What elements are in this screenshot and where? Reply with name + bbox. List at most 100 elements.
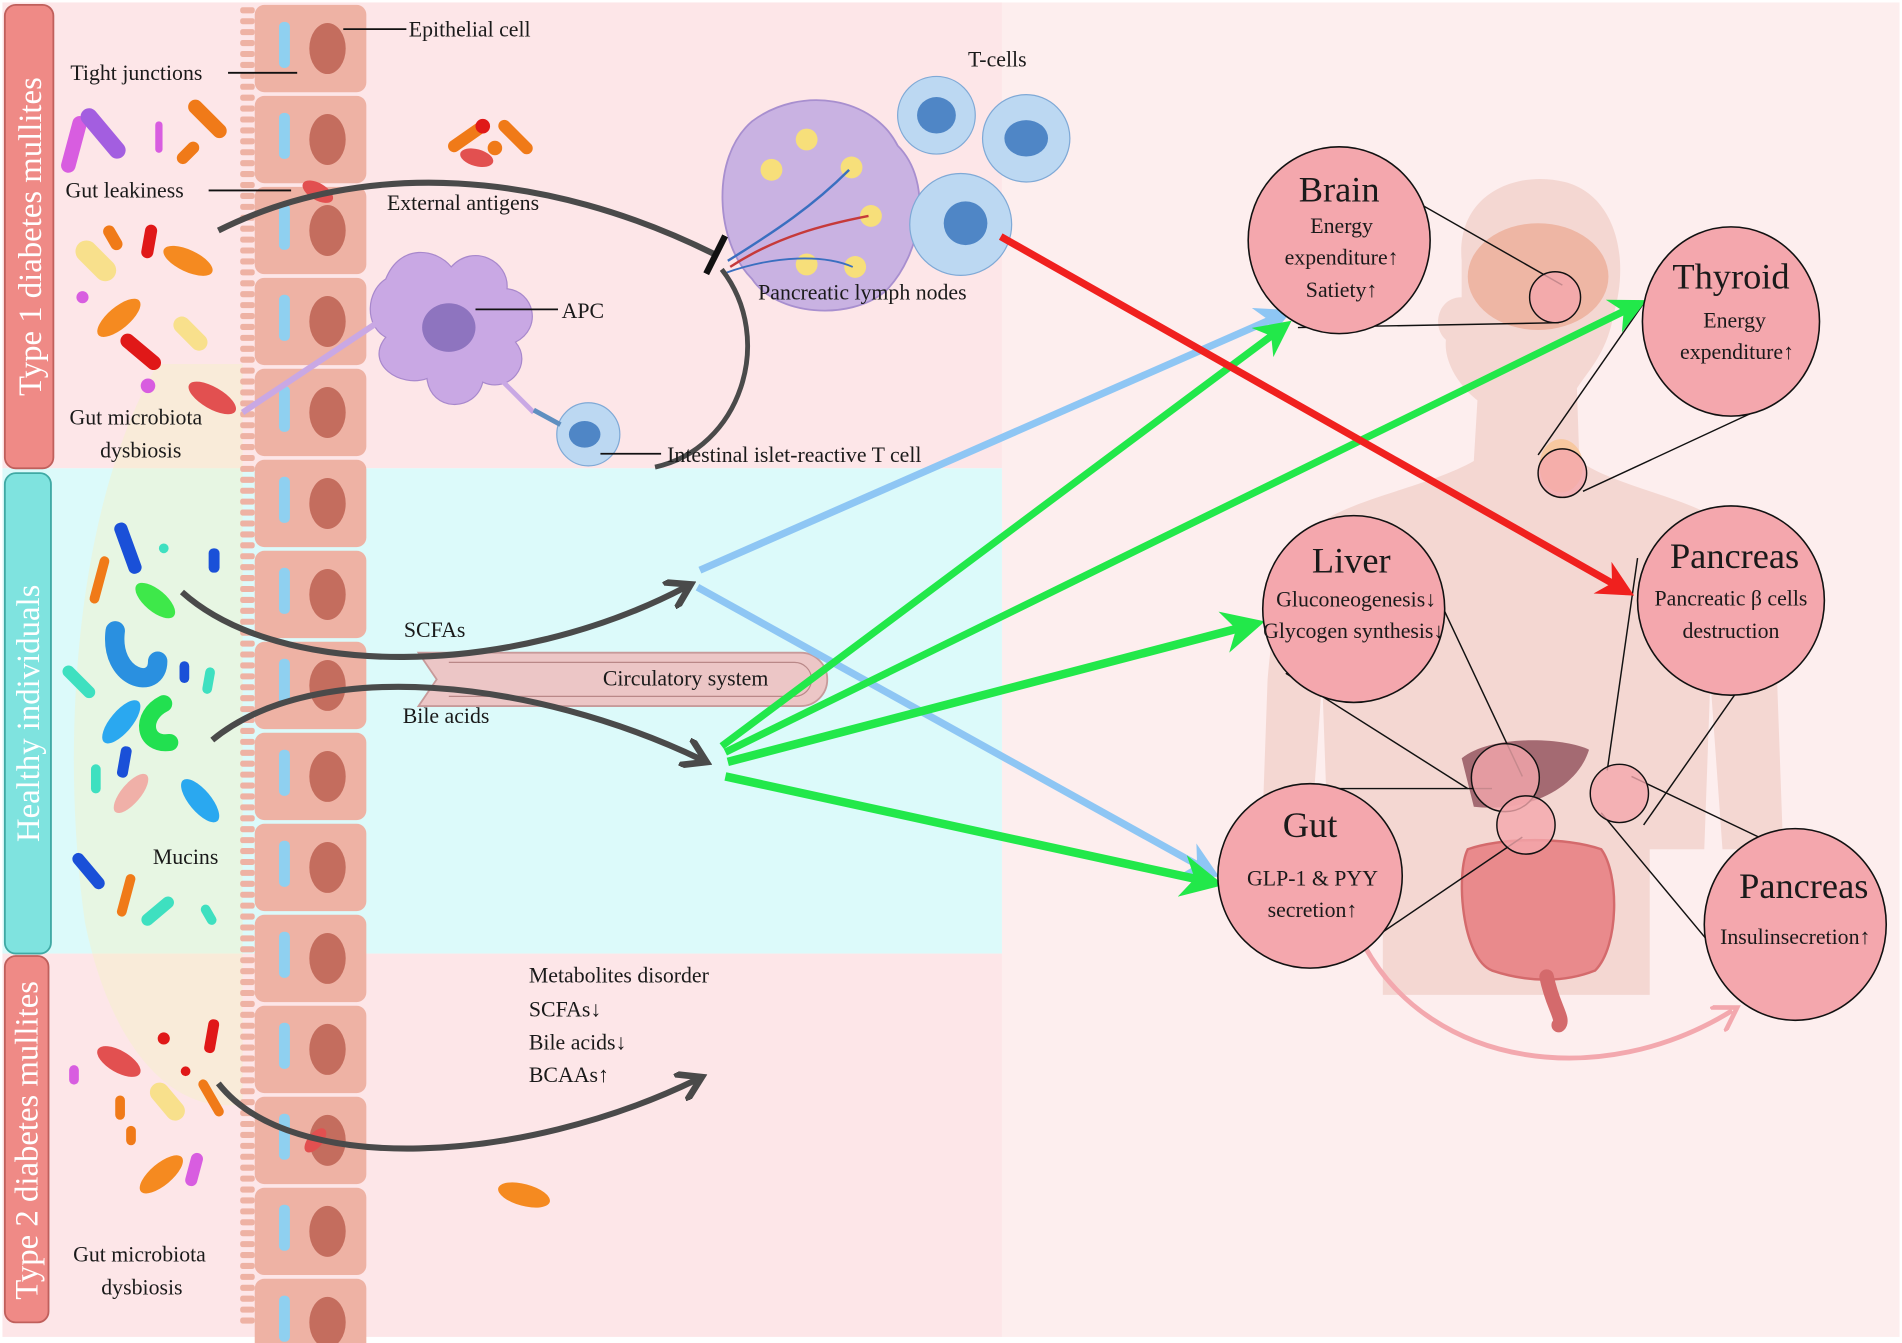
healthy-side-tab: Healthy individuals <box>3 472 52 955</box>
circulatory-system-tube: Circulatory system <box>416 651 829 707</box>
microvillus <box>240 422 255 429</box>
cell-nucleus <box>309 23 346 75</box>
microvillus <box>240 127 255 134</box>
microvillus <box>240 367 255 374</box>
microvillus <box>240 553 255 560</box>
microvillus <box>240 1099 255 1106</box>
cell-nucleus <box>309 477 346 529</box>
microvillus <box>240 848 255 855</box>
microvillus <box>240 105 255 112</box>
cell-nucleus <box>309 932 346 984</box>
t2d-gut-microbiota-label-line2: dysbiosis <box>101 1275 182 1299</box>
microvillus <box>240 50 255 58</box>
organ-liver-title: Liver <box>1312 541 1391 581</box>
microvillus <box>240 760 255 767</box>
microvillus <box>240 575 255 582</box>
organ-pancreas-t1d-line1: Pancreatic β cells <box>1655 586 1808 610</box>
microvillus <box>240 738 255 745</box>
organ-liver-line2: Glycogen synthesis↓ <box>1263 619 1444 643</box>
microvillus <box>240 640 255 647</box>
microvillus <box>240 1120 255 1128</box>
t1d-side-label: Type 1 diabetes mullites <box>13 77 49 396</box>
microvillus <box>240 83 255 90</box>
t1d-gut-microbiota-label-line1: Gut microbiota <box>69 406 202 430</box>
tight-junction <box>278 931 290 978</box>
microvillus <box>240 454 255 462</box>
microvillus <box>240 607 255 614</box>
microvillus <box>240 149 255 156</box>
healthy-bacteria <box>62 522 220 926</box>
gut-to-pancreas-feedback-arrow <box>1362 945 1733 1061</box>
microvillus <box>240 1164 255 1171</box>
blue-arrow-to-brain <box>698 308 1293 574</box>
intestines-illustration <box>1460 838 1616 1033</box>
t2d-bile-acids-label: Bile acids↓ <box>529 1030 627 1054</box>
organ-zoom-circles <box>1470 271 1650 855</box>
t1d-bacteria <box>61 99 533 415</box>
microvillus <box>240 673 255 680</box>
microvillus <box>240 1011 255 1018</box>
microvillus <box>240 989 255 997</box>
microvillus <box>240 356 255 363</box>
microvillus <box>240 826 255 833</box>
microvillus <box>240 1044 255 1051</box>
microvillus <box>240 1262 255 1269</box>
microvillus <box>240 706 255 713</box>
microvillus <box>240 433 255 440</box>
microvillus <box>240 1317 255 1324</box>
tight-junction <box>278 567 290 614</box>
microvillus <box>240 1142 255 1149</box>
organ-brain: Brain Energy expenditure↑ Satiety↑ <box>1247 146 1431 335</box>
microvillus <box>240 269 255 276</box>
microvillus <box>240 880 255 887</box>
external-antigens-label: External antigens <box>387 191 539 215</box>
microvillus <box>240 280 255 287</box>
microvillus <box>240 979 255 986</box>
microvillus <box>240 1175 255 1182</box>
microvillus <box>240 1153 255 1160</box>
t2d-scfas-label: SCFAs↓ <box>529 998 601 1022</box>
t1d-side-tab: Type 1 diabetes mullites <box>3 3 55 470</box>
organ-pancreas-t1d: Pancreas Pancreatic β cells destruction <box>1636 505 1826 696</box>
gut-leakiness-label: Gut leakiness <box>66 179 184 203</box>
microvillus <box>240 913 255 920</box>
tight-junction <box>278 476 290 523</box>
cell-nucleus <box>309 296 346 347</box>
pancreatic-lymph-node-illustration <box>721 99 921 312</box>
microvillus <box>240 585 255 593</box>
microvillus <box>240 1273 255 1280</box>
microvillus <box>240 924 255 931</box>
microvillus <box>240 695 255 702</box>
microvillus <box>240 771 255 778</box>
green-arrow-to-thyroid <box>723 299 1647 756</box>
microvillus <box>240 94 255 101</box>
organ-brain-line3: Satiety↑ <box>1306 278 1378 302</box>
mucins-label: Mucins <box>153 845 218 869</box>
circulatory-system-label: Circulatory system <box>603 666 769 690</box>
t2d-side-label: Type 2 diabetes mullites <box>10 981 46 1300</box>
organ-gut: Gut GLP-1 & PYY secretion↑ <box>1217 782 1404 969</box>
microvillus <box>240 225 255 232</box>
microvillus <box>240 749 255 756</box>
organ-pancreas-t1d-line2: destruction <box>1682 619 1779 643</box>
epithelial-cell-label: Epithelial cell <box>409 17 531 41</box>
microvillus <box>240 651 255 658</box>
microvillus <box>240 291 255 298</box>
microvillus <box>240 531 255 538</box>
islet-reactive-t-cell-label: Intestinal islet-reactive T cell <box>667 443 921 467</box>
green-arrow-to-liver <box>726 611 1265 766</box>
microvillus <box>240 1131 255 1138</box>
tight-junction <box>278 203 290 250</box>
microvillus <box>240 946 255 953</box>
microvillus <box>240 247 255 254</box>
tight-junction <box>278 1204 290 1251</box>
tight-junction <box>278 1022 290 1069</box>
microvillus <box>240 1230 255 1237</box>
microvillus <box>240 1055 255 1062</box>
microvillus <box>240 1088 255 1095</box>
microvillus <box>240 957 255 964</box>
microvillus <box>240 1306 255 1313</box>
t2d-bcaas-label: BCAAs↑ <box>529 1063 609 1087</box>
microvillus <box>240 891 255 898</box>
intestinal-epithelium <box>240 4 367 1343</box>
